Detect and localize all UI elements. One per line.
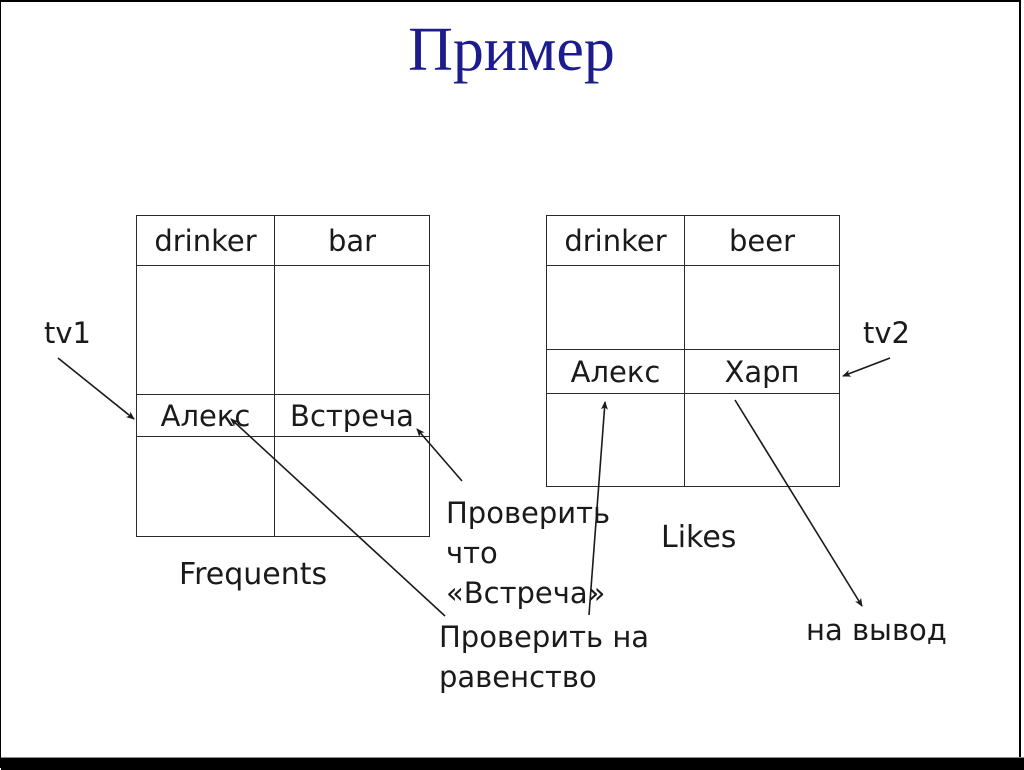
caption-likes: Likes — [661, 520, 737, 555]
slide-title: Пример — [408, 16, 615, 84]
frequents-empty-cell — [274, 265, 429, 394]
arrow-tv2-to-likes-row — [842, 357, 891, 377]
note-check-vstrecha: Проверить что «Встреча» — [446, 496, 611, 611]
slide-bottom-bar — [1, 757, 1024, 770]
label-tv1: tv1 — [44, 316, 91, 350]
table-likes: drinker beer Алекс Харп — [546, 215, 840, 487]
likes-cell-aleks: Алекс — [547, 349, 684, 393]
table-frequents: drinker bar Алекс Встреча — [136, 215, 430, 537]
arrow-tv1-to-frequents-row — [57, 357, 135, 420]
label-tv2: tv2 — [863, 316, 910, 350]
likes-empty-cell — [547, 265, 684, 349]
frequents-header-bar: bar — [274, 216, 429, 265]
likes-empty-cell — [684, 393, 839, 486]
frequents-empty-cell — [274, 436, 429, 536]
note-to-output: на вывод — [806, 613, 947, 647]
likes-header-drinker: drinker — [564, 223, 667, 258]
caption-frequents: Frequents — [179, 557, 328, 592]
likes-cell-kharp: Харп — [684, 349, 839, 393]
frequents-cell-aleks: Алекс — [137, 394, 274, 436]
frequents-header-drinker: drinker — [154, 223, 257, 258]
likes-empty-cell — [547, 393, 684, 486]
likes-empty-cell — [684, 265, 839, 349]
note-check-equality: Проверить на равенство — [439, 620, 650, 695]
frequents-empty-cell — [137, 265, 274, 394]
likes-header-beer: beer — [684, 216, 839, 265]
frequents-cell-vstrecha: Встреча — [274, 394, 429, 436]
frequents-empty-cell — [137, 436, 274, 536]
